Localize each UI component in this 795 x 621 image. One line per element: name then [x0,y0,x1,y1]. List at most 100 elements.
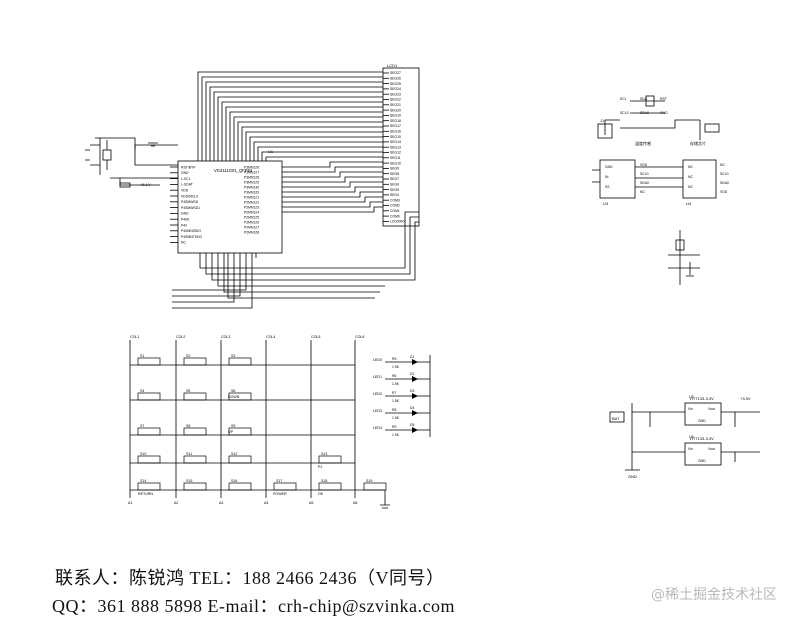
lcd-pin-label: SEG23 [390,92,401,96]
led-diode-ref: D5 [410,423,414,427]
led-resistor-value: 1.5K [392,399,400,403]
key-ref-label: S3 [231,354,235,358]
u5-part: HT7133-3.3V [690,396,714,401]
u6-pin: Vin [688,447,693,451]
mcu-right-bus [282,161,383,213]
key-ref-label: S7 [140,424,144,428]
key-switch [318,482,342,491]
led-resistor-value: 1.5K [392,365,400,369]
u4-right-pin: SCL0 [720,172,729,176]
key-column-label: COL3 [221,335,230,339]
u4-left-pin: NC [688,185,693,189]
lcd-pin-label: SEG19 [390,114,401,118]
led-diode-symbol [412,359,418,365]
top-right-circuits [592,95,720,285]
key-ref-label: S16 [231,479,237,483]
lcd-pin-label: SEG22 [390,98,401,102]
mcu-right-pin-label: P2MN126 [244,220,259,224]
led-resistor-ref: R7 [392,391,396,395]
key-column-label: COL4 [266,335,275,339]
u5-pin: Vout [708,407,715,411]
header-net-label: RST [660,97,667,101]
u3-left-pin: GND [605,165,613,169]
led-net-label: LED2 [373,392,382,396]
lcd-pin-label: SEG18 [390,119,401,123]
key-switch [137,357,161,366]
key-ref-label: S13 [321,452,327,456]
u3-ref: U3 [603,201,609,206]
key-switch [228,427,252,436]
key-switch [183,482,207,491]
lcd-pin-label: SEG27 [390,71,401,75]
mcu-left-pin-label: RST/BYP [181,165,196,169]
mcu-bottom-bus [172,211,419,309]
mcu-right-pin-label: P3MN126 [244,165,259,169]
header-net-label: SCL [620,97,627,101]
led-net-label: LED3 [373,409,382,413]
labels-layer: VG4111G01_QFP64 U1 LCD1 温度传感 存储芯片 HT7133… [140,63,751,479]
mcu-left-pin-label: GND [181,212,189,216]
led-resistor-value: 1.5K [392,382,400,386]
lcd-pin-label: SEG5 [390,188,399,192]
watermark: @稀土掘金技术社区 [651,587,777,603]
key-switch [183,427,207,436]
lcd-pin-label: SEG9 [390,167,399,171]
key-row-label: A1 [128,501,132,505]
key-switch [183,392,207,401]
mcu-left-pin-label: VDD/MCLK [181,194,199,198]
contact-line-1: 联系人：陈锐鸿 TEL：188 2466 2436（V同号） [55,568,445,588]
u6-part: HT7133-3.3V [690,436,714,441]
u4-left-pin: NC [688,165,693,169]
u4-title: 存储芯片 [690,140,706,146]
key-ref-label: S12 [231,452,237,456]
u5-pin: GND [698,419,706,423]
key-ref-label: S2 [186,354,190,358]
led-net-label: LED1 [373,375,382,379]
lcd-pin-label: SEG26 [390,77,401,81]
led-resistor-value: 1.5K [392,416,400,420]
lcd-pin-label: SEG12 [390,151,401,155]
u4-right-pin: VDD [720,190,728,194]
mcu-right-pin-label: P3MN129 [244,180,259,184]
led-resistor-ref: R5 [392,357,396,361]
lcd-pin-label: SEG15 [390,135,401,139]
led-diode-ref: D2 [410,372,414,376]
mcu-right-pin-label: P2MN124 [244,210,259,214]
header-net-label: SCL0 [620,111,629,115]
key-switch [137,427,161,436]
led-diode-ref: D3 [410,389,414,393]
key-switch [137,482,161,491]
lcd-pin-label: SEG14 [390,140,401,144]
mcu-left-pin-label: P4SMWSD1 [181,206,200,210]
u4-right-pin: NC [720,163,725,167]
key-ref-label: S19 [366,479,372,483]
mcu-left-pin-label: P42 [181,223,187,227]
mcu-left-pin-label: NC [181,241,186,245]
key-ref-label: S9 [231,424,235,428]
key-column-label: COL5 [311,335,320,339]
u4-right-pin: SDA0 [720,181,729,185]
key-switch [137,455,161,464]
u3-right-pin: NC [640,190,645,194]
key-row-label: A5 [309,501,313,505]
mcu-ref-label: U1 [268,149,274,154]
header-net-label: SDA [640,97,648,101]
led-diode-symbol [412,427,418,433]
mcu-left-pin-label: VDD [181,189,189,193]
u6-pin: GND [698,459,706,463]
key-row-label: A6 [353,501,357,505]
key-switch [137,392,161,401]
j1-ref: J1 [600,118,605,123]
key-matrix-grid [129,340,390,509]
key-switch [228,455,252,464]
key-ref-label: S5 [186,389,190,393]
lcd-pin-label: SEG20 [390,108,401,112]
lcd-pin-label: SEG16 [390,130,401,134]
bat-label: BAT [612,416,620,421]
mcu-right-pin-label: P2MN123 [244,205,259,209]
key-ref-label: S15 [186,479,192,483]
mcu-right-pin-label: P3MN127 [244,170,259,174]
key-row-label: A2 [174,501,178,505]
key-ref-label: S10 [140,452,146,456]
